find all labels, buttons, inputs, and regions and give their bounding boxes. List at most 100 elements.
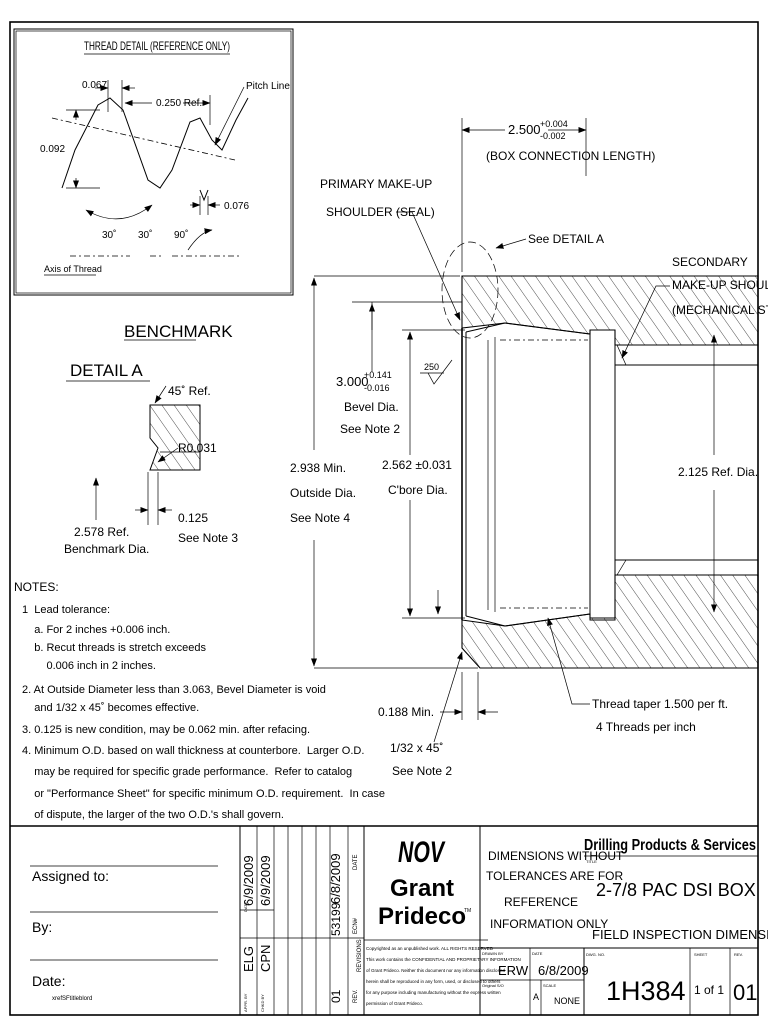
- min-0188: 0.188 Min.: [378, 705, 434, 719]
- secondary-shoulder-2: MAKE-UP SHOULDER: [672, 278, 768, 292]
- ecn-number: 53199: [329, 902, 343, 936]
- chkd-by: CPN: [258, 945, 273, 972]
- rev-header: REV.: [353, 989, 359, 1003]
- primary-shoulder-1: PRIMARY MAKE-UP: [320, 177, 432, 191]
- note-line: 2. At Outside Diameter less than 3.063, …: [22, 684, 326, 696]
- nov-logo-text: NOV: [398, 836, 446, 869]
- od-note: See Note 4: [290, 511, 350, 525]
- legal-line: for any purpose including manufacturing …: [366, 990, 501, 995]
- bevel-dia-note: See Note 2: [340, 422, 400, 436]
- appr-by-header: APPR. BY: [243, 993, 248, 1012]
- drawing-title: 2-7/8 PAC DSI BOX: [596, 880, 756, 900]
- dim-0067: 0.067: [82, 80, 107, 91]
- nov-logo: NOV: [398, 836, 446, 869]
- revision-value: 01: [733, 980, 757, 1005]
- ecn-header: ECN#: [353, 917, 359, 934]
- axis-of-thread: Axis of Thread: [44, 264, 102, 274]
- sheet-value: 1 of 1: [694, 983, 724, 997]
- drawing-border: [9, 21, 759, 1016]
- box-length-tol-lo: -0.002: [540, 131, 566, 141]
- original-so: Original S/O: [482, 983, 504, 988]
- chamfer-note: See Note 2: [392, 764, 452, 778]
- note-line: 0.006 inch in 2 inches.: [22, 660, 156, 672]
- dim-0092: 0.092: [40, 144, 65, 155]
- note-line: 1 Lead tolerance:: [22, 604, 110, 616]
- angle-90: 90˚: [174, 229, 188, 241]
- pitch-line-label: Pitch Line: [246, 81, 290, 92]
- detail-a-title: DETAIL A: [70, 361, 143, 380]
- grant-logo: Grant: [390, 875, 454, 902]
- legal-line: permission of Grant Prideco.: [366, 1001, 423, 1006]
- od-value: 2.938 Min.: [290, 461, 346, 475]
- scale-header: SCALE: [543, 983, 556, 988]
- note-line: may be required for specific grade perfo…: [22, 766, 352, 778]
- bevel-45-ref: 45˚ Ref.: [168, 384, 211, 398]
- scale-value: NONE: [554, 996, 580, 1006]
- rev-number: 01: [329, 989, 343, 1003]
- note-line: b. Recut threads is stretch exceeds: [22, 642, 207, 654]
- cbore-label: C'bore Dia.: [388, 483, 448, 497]
- title-block: Assigned to: By: Date: xrefSFtitleblord …: [10, 825, 768, 1015]
- note-line: and 1/32 x 45˚ becomes effective.: [22, 702, 199, 714]
- drawn-by-header: DRAWN BY: [482, 951, 504, 956]
- box-section-view: 2.500 +0.004 -0.002 (BOX CONNECTION LENG…: [290, 118, 768, 778]
- note-line: 4. Minimum O.D. based on wall thickness …: [22, 745, 364, 757]
- date-label: Date:: [32, 973, 65, 989]
- note-line: of dispute, the larger of the two O.D.'s…: [22, 809, 284, 821]
- appr-date: 6/9/2009: [241, 855, 256, 906]
- tolerance-line: REFERENCE: [504, 895, 578, 909]
- date-small-header: DATE: [243, 901, 248, 912]
- drawing-number: 1H384: [606, 976, 686, 1006]
- appr-by: ELG: [241, 946, 256, 972]
- chkd-date: 6/9/2009: [258, 855, 273, 906]
- note-line: a. For 2 inches +0.006 inch.: [22, 624, 170, 636]
- rev-date-header: DATE: [353, 854, 359, 870]
- rev-date: 6/8/2009: [328, 853, 343, 904]
- chamfer-value: 1/32 x 45˚: [390, 741, 443, 755]
- benchmark-title: BENCHMARK: [124, 322, 233, 341]
- thread-taper: Thread taper 1.500 per ft.: [592, 697, 728, 711]
- legal-line: of Grant Prideco. Neither this document …: [366, 968, 505, 973]
- revisions-header: REVISIONS: [357, 939, 363, 972]
- bevel-dia-value: 3.000: [336, 374, 369, 389]
- cbore-value: 2.562 ±0.031: [382, 458, 452, 472]
- benchmark-detail: BENCHMARK DETAIL A 45˚ Ref. R0.031 2.578…: [64, 322, 238, 556]
- box-length-label: (BOX CONNECTION LENGTH): [486, 149, 655, 163]
- sheet-size: A: [533, 992, 539, 1002]
- benchmark-dia-label: Benchmark Dia.: [64, 542, 149, 556]
- box-length-tol-hi: +0.004: [540, 119, 568, 129]
- dwg-no-header: DWG. NO.: [586, 952, 605, 957]
- secondary-shoulder-3: (MECHANICAL STOP): [672, 303, 768, 317]
- bevel-dia-tol-lo: -0.016: [364, 383, 390, 393]
- threads-per-inch: 4 Threads per inch: [596, 720, 696, 734]
- bevel-dia-label: Bevel Dia.: [344, 400, 399, 414]
- sheet-header: SHEET: [694, 952, 708, 957]
- legal-line: This work contains the CONFIDENTIAL AND …: [366, 957, 521, 962]
- drawing-subtitle: FIELD INSPECTION DIMENSIONS: [592, 927, 768, 942]
- tolerance-line: DIMENSIONS WITHOUT: [488, 849, 624, 863]
- file-ref: xrefSFtitleblord: [52, 996, 92, 1002]
- box-length-value: 2.500: [508, 122, 541, 137]
- division-name: Drilling Products & Services: [584, 837, 756, 854]
- od-label: Outside Dia.: [290, 486, 356, 500]
- notes-heading: NOTES:: [14, 580, 59, 594]
- primary-shoulder-2: SHOULDER (SEAL): [326, 205, 435, 219]
- note-line: 3. 0.125 is new condition, may be 0.062 …: [22, 724, 310, 736]
- bevel-dia-tol-hi: +0.141: [364, 370, 392, 380]
- assigned-to: Assigned to:: [32, 868, 109, 884]
- secondary-shoulder-1: SECONDARY: [672, 255, 748, 269]
- drawn-date-header: DATE: [532, 951, 543, 956]
- dim-0125: 0.125: [178, 511, 208, 525]
- by-label: By:: [32, 919, 52, 935]
- surface-finish: 250: [424, 362, 439, 372]
- legal-line: herein shall be reproduced in any form, …: [366, 979, 501, 984]
- rev-block-header: REV.: [734, 952, 743, 957]
- title-header: TITLE: [586, 859, 597, 864]
- tolerance-line: TOLERANCES ARE FOR: [486, 869, 623, 883]
- benchmark-dia-value: 2.578 Ref.: [74, 525, 129, 539]
- prideco-logo: Prideco: [378, 903, 466, 930]
- angle-30-a: 30˚: [102, 229, 116, 241]
- notes: NOTES: 1 Lead tolerance: a. For 2 inches…: [14, 580, 385, 821]
- legal-line: Copyrighted as an unpublished work. ALL …: [366, 946, 494, 951]
